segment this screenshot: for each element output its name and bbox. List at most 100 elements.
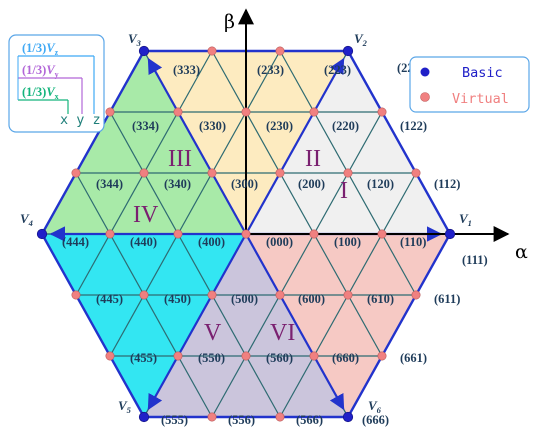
beta-axis-label: β (224, 11, 235, 33)
sector-label-2: II (305, 146, 321, 172)
state-label: (611) (434, 292, 460, 306)
sector-fill-1 (246, 51, 450, 234)
state-label: (223) (324, 63, 351, 77)
sector-fill-4 (42, 234, 246, 417)
state-label: (400) (198, 235, 225, 249)
virtual-legend-icon (420, 92, 430, 102)
virtual-vector-point (207, 46, 217, 56)
grid-line-d60 (211, 111, 383, 418)
virtual-vector-point (207, 168, 217, 178)
basic-vector-point (36, 228, 48, 240)
grid-line-d120 (211, 50, 383, 357)
virtual-legend-label: Virtual (452, 91, 509, 107)
legend-box (409, 56, 530, 113)
vertex-label-6: V6 (368, 398, 382, 415)
sector-label-6: VI (270, 320, 295, 346)
state-label: (455) (130, 351, 157, 365)
state-label: (560) (266, 351, 293, 365)
sector-label-4: IV (133, 202, 159, 228)
sector-label-1: I (340, 178, 348, 204)
virtual-vector-point (173, 229, 183, 239)
basic-vector-arrow-3 (147, 57, 247, 235)
virtual-vector-point (105, 351, 115, 361)
state-label: (556) (228, 413, 255, 427)
state-label: (450) (164, 292, 191, 306)
basic-legend-icon (420, 67, 430, 77)
basic-vector-point (138, 45, 150, 57)
virtual-vector-point (309, 229, 319, 239)
virtual-vector-point (71, 290, 81, 300)
basic-vector-arrow-6 (245, 233, 345, 411)
state-label: (300) (231, 177, 258, 191)
state-label: (000) (266, 235, 293, 249)
key-x-label: (1/3)Vx (22, 85, 59, 101)
virtual-vector-point (139, 168, 149, 178)
state-label: (220) (332, 119, 359, 133)
state-label: (661) (400, 351, 427, 365)
sector-fill-3 (42, 51, 246, 234)
state-label: (122) (400, 119, 427, 133)
basic-vector-point (138, 411, 150, 423)
key-y-label: (1/3)Vy (22, 63, 59, 79)
state-label: (550) (198, 351, 225, 365)
key-z-label: (1/3)Vz (22, 41, 59, 57)
state-label: (445) (96, 292, 123, 306)
grid-line-d60 (109, 50, 281, 357)
state-label: (110) (400, 235, 426, 249)
state-label: (330) (199, 119, 226, 133)
state-label: (233) (257, 63, 284, 77)
virtual-vector-point (173, 107, 183, 117)
virtual-vector-point (173, 351, 183, 361)
virtual-vector-point (241, 351, 251, 361)
state-label: (111) (462, 253, 488, 267)
virtual-vector-point (411, 290, 421, 300)
virtual-vector-point (71, 168, 81, 178)
grid-points (36, 45, 456, 423)
state-labels: (333)(233)(223)(222)(334)(330)(230)(220)… (62, 61, 488, 427)
virtual-vector-point (275, 46, 285, 56)
legend: Basic Virtual (409, 56, 530, 113)
basic-vector-arrow-2 (245, 57, 345, 235)
state-label: (100) (334, 235, 361, 249)
basic-vector-arrow-5 (147, 233, 247, 411)
virtual-vector-point (275, 168, 285, 178)
sector-label-5: V (204, 320, 222, 346)
virtual-vector-point (343, 290, 353, 300)
state-label: (555) (161, 413, 188, 427)
state-label: (660) (332, 351, 359, 365)
state-label: (600) (298, 292, 325, 306)
virtual-vector-point (309, 107, 319, 117)
state-label: (334) (132, 119, 159, 133)
basic-vector-arrows (49, 57, 443, 411)
virtual-vector-point (411, 168, 421, 178)
state-label: (340) (164, 177, 191, 191)
key-xyz-label: x y z (60, 112, 101, 128)
virtual-vector-point (241, 229, 251, 239)
virtual-vector-point (377, 229, 387, 239)
virtual-vector-point (309, 351, 319, 361)
vertex-label-5: V5 (118, 398, 132, 415)
state-label: (230) (266, 119, 293, 133)
vertex-label-3: V3 (128, 31, 142, 48)
state-label: (200) (298, 177, 325, 191)
basic-vector-point (444, 228, 456, 240)
virtual-vector-point (207, 412, 217, 422)
basic-legend-label: Basic (462, 65, 503, 81)
vertex-label-4: V4 (20, 211, 33, 228)
virtual-vector-point (275, 290, 285, 300)
state-label: (566) (296, 413, 323, 427)
virtual-vector-point (207, 290, 217, 300)
state-label: (440) (130, 235, 157, 249)
state-label: (344) (96, 177, 123, 191)
state-label: (120) (367, 177, 394, 191)
state-label: (610) (367, 292, 394, 306)
sector-fill-5 (144, 234, 348, 417)
component-key: (1/3)Vz (1/3)Vy (1/3)Vx x y z (8, 34, 105, 133)
vertex-label-2: V2 (354, 31, 368, 48)
virtual-vector-point (377, 107, 387, 117)
key-box (8, 34, 105, 133)
virtual-vector-point (343, 168, 353, 178)
